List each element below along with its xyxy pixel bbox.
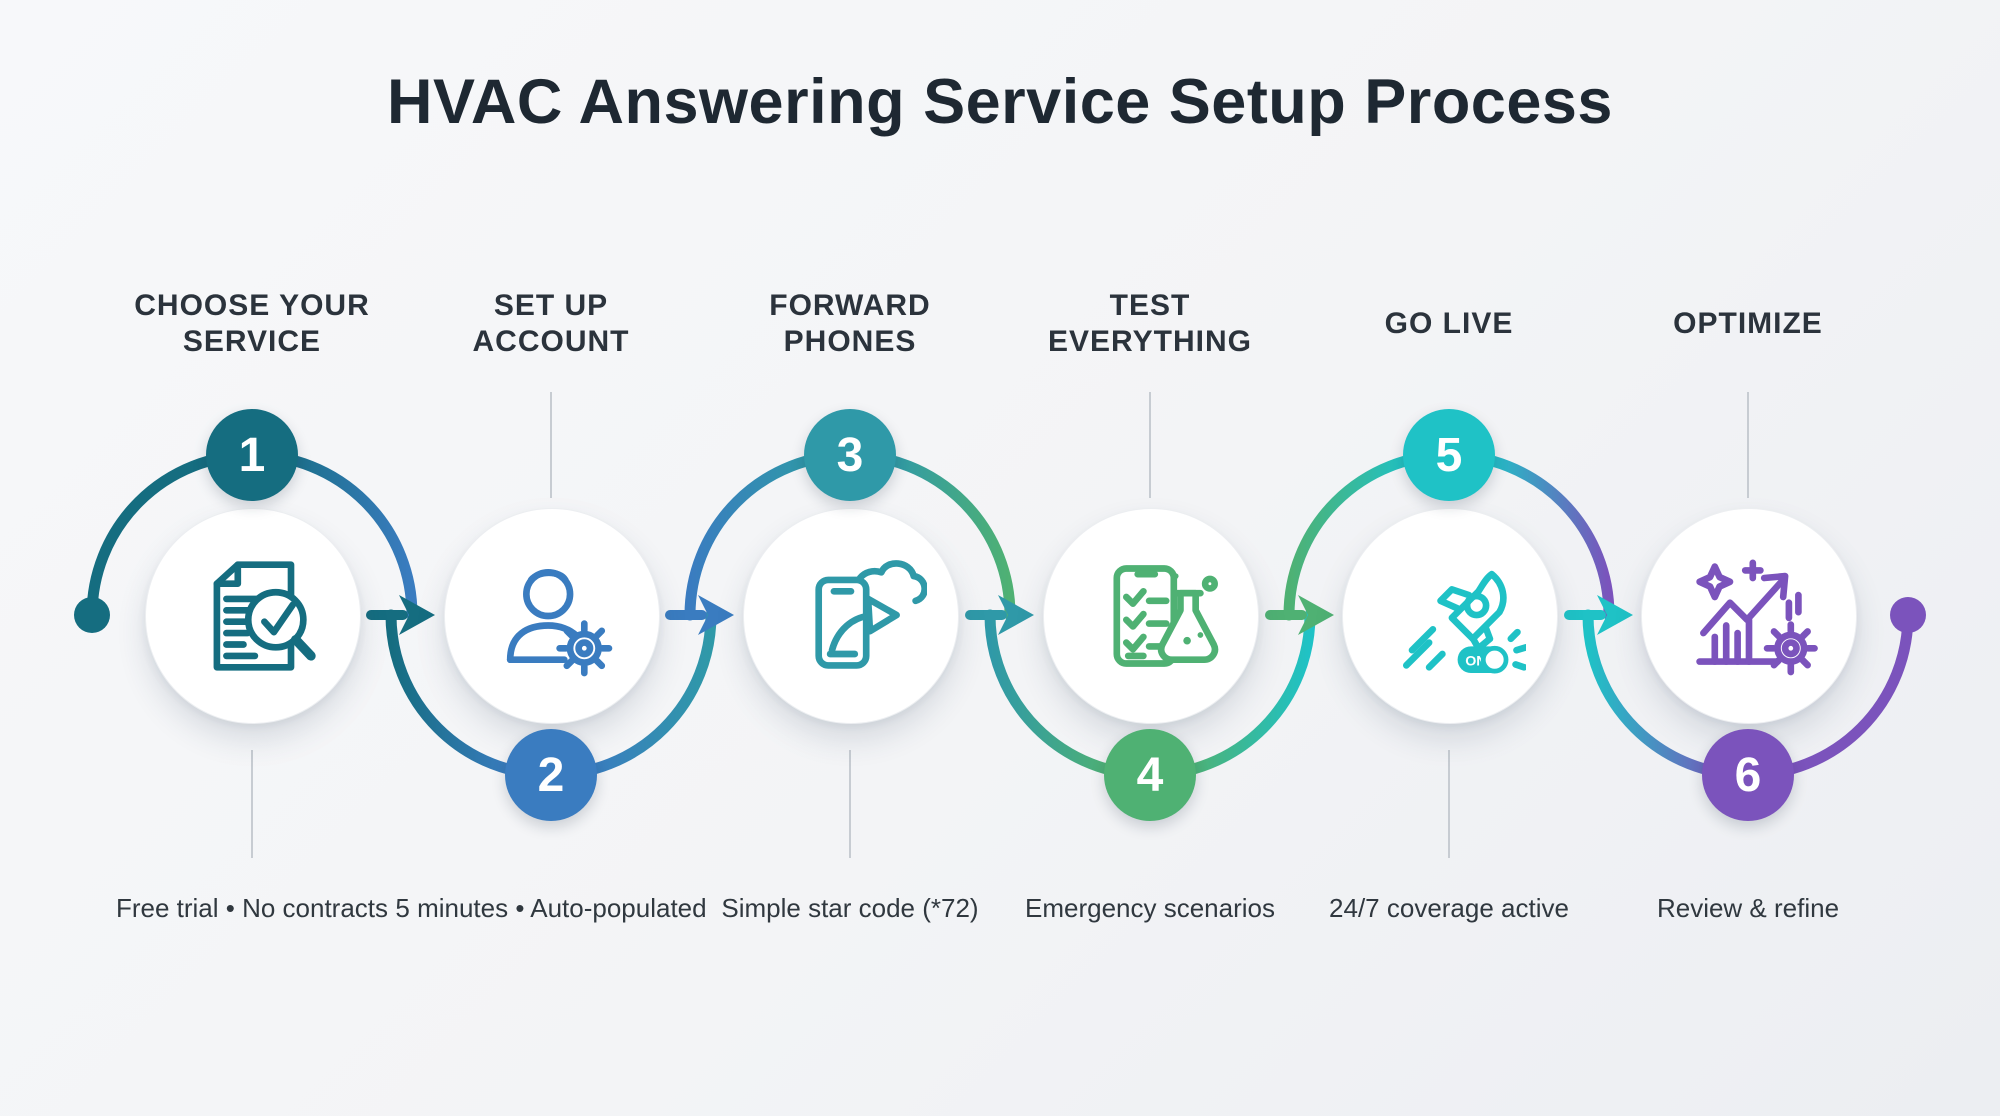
step-guide-lines — [251, 392, 1749, 858]
step-arrows — [366, 595, 1633, 635]
heading-line: ACCOUNT — [472, 325, 630, 358]
heading-line: FORWARD — [769, 289, 931, 322]
step-icon-circle — [145, 508, 361, 724]
step-caption: Emergency scenarios — [1025, 893, 1275, 923]
step-6-optimize: OPTIMIZE 6 Review & refine — [1588, 0, 1908, 1116]
step-icon-circle — [743, 508, 959, 724]
heading-line: EVERYTHING — [1048, 325, 1252, 358]
arrow-right-icon — [366, 595, 435, 635]
step-caption: Review & refine — [1656, 893, 1840, 923]
step-4-test-everything: TEST EVERYTHING 4 Emergency scenarios — [990, 0, 1310, 1116]
step-1-choose-your-service: CHOOSE YOUR SERVICE 1 Free trial • No co… — [92, 0, 412, 1116]
heading-line: OPTIMIZE — [1673, 307, 1823, 340]
step-number-badge: 6 — [1702, 729, 1794, 821]
heading-line: PHONES — [783, 325, 917, 358]
growth-chart-gear-icon — [1696, 559, 1818, 676]
heading-line: TEST — [1109, 289, 1191, 322]
step-number-badge: 5 — [1403, 409, 1495, 501]
phone-forward-cloud-icon — [815, 560, 927, 669]
step-heading: OPTIMIZE — [1598, 282, 1898, 366]
step-caption: 5 minutes • Auto-populated — [395, 893, 707, 923]
step-heading: SET UP ACCOUNT — [401, 282, 701, 366]
heading-line: CHOOSE YOUR — [134, 289, 370, 322]
arrow-right-icon — [665, 595, 734, 635]
heading-line: SERVICE — [182, 325, 322, 358]
step-icon-circle — [444, 508, 660, 724]
step-caption: Simple star code (*72) — [721, 893, 979, 923]
step-heading: CHOOSE YOUR SERVICE — [102, 282, 402, 366]
start-dot — [74, 597, 110, 633]
step-number-badge: 1 — [206, 409, 298, 501]
end-dot — [1890, 597, 1926, 633]
step-heading: GO LIVE — [1299, 282, 1599, 366]
user-gear-icon — [506, 568, 613, 677]
step-caption: 24/7 coverage active — [1329, 893, 1569, 923]
heading-line: SET UP — [493, 289, 609, 322]
step-3-forward-phones: FORWARD PHONES 3 Simple star code (*72) — [690, 0, 1010, 1116]
step-icon-circle: ON — [1342, 508, 1558, 724]
document-check-magnifier-icon — [213, 561, 316, 671]
step-heading: FORWARD PHONES — [700, 282, 1000, 366]
arrow-right-icon — [1564, 595, 1633, 635]
step-number-badge: 3 — [804, 409, 896, 501]
step-2-set-up-account: SET UP ACCOUNT 2 5 minutes • Auto-popula… — [391, 0, 711, 1116]
heading-line: GO LIVE — [1384, 307, 1514, 340]
step-number-badge: 4 — [1104, 729, 1196, 821]
checklist-flask-icon — [1113, 565, 1219, 667]
step-number-badge: 2 — [505, 729, 597, 821]
arrow-right-icon — [1265, 595, 1334, 635]
page-title: HVAC Answering Service Setup Process — [387, 67, 1613, 137]
step-icon-circle — [1043, 508, 1259, 724]
step-5-go-live: GO LIVE ON 5 24/7 coverage active — [1289, 0, 1609, 1116]
rocket-launch-toggle-icon: ON — [1402, 570, 1526, 674]
step-icon-circle — [1641, 508, 1857, 724]
step-caption: Free trial • No contracts — [115, 893, 389, 923]
step-heading: TEST EVERYTHING — [1000, 282, 1300, 366]
arrow-right-icon — [965, 595, 1034, 635]
